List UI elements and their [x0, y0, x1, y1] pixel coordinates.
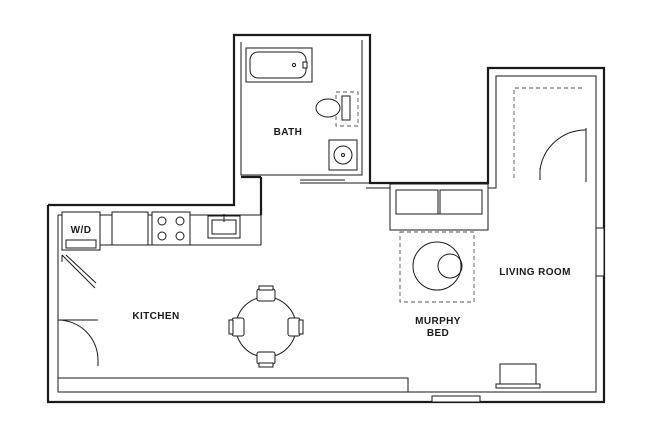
living-room-label: LIVING ROOM — [499, 267, 571, 278]
stove-icon — [151, 211, 191, 246]
tv-stand — [495, 363, 541, 389]
window-bottom — [431, 395, 481, 403]
washer-door — [61, 254, 97, 289]
bathtub — [245, 47, 313, 83]
exterior-walls — [46, 33, 606, 404]
sofa — [389, 183, 489, 231]
toilet-icon — [315, 91, 359, 127]
closet-door — [539, 128, 587, 182]
bath-label: BATH — [274, 127, 303, 138]
murphy-bed — [399, 231, 475, 303]
murphy-bed-label-line2: BED — [427, 328, 449, 339]
closet — [513, 87, 584, 178]
window-right — [595, 227, 605, 277]
refrigerator — [111, 211, 149, 246]
dining-table — [228, 285, 304, 368]
murphy-bed-label-line1: MURPHY — [415, 316, 461, 327]
washer-dryer-label: W/D — [71, 225, 92, 236]
sink-icon — [328, 139, 358, 171]
washer-dryer: W/D — [61, 211, 101, 251]
kitchen-label: KITCHEN — [132, 311, 179, 322]
kitchen-sink-icon — [207, 214, 241, 239]
entry-door — [57, 319, 99, 366]
bath-walls — [241, 175, 370, 215]
bottom-wall-details — [57, 227, 605, 403]
